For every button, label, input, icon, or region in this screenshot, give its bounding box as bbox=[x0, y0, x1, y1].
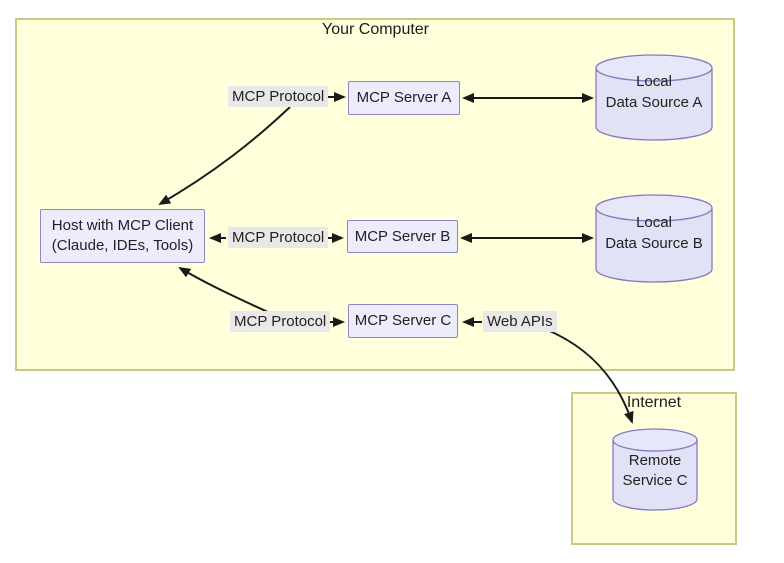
internet-title: Internet bbox=[626, 394, 682, 411]
host-label-line1: Host with MCP Client bbox=[51, 217, 194, 234]
data-source-b-line2: Data Source B bbox=[605, 235, 703, 252]
remote-service-c-line2: Service C bbox=[622, 472, 688, 489]
node-local-data-source-b: Local Data Source B bbox=[596, 212, 712, 254]
host-label-line2: (Claude, IDEs, Tools) bbox=[51, 237, 194, 254]
data-source-b-line1: Local bbox=[636, 214, 672, 231]
node-mcp-server-a: MCP Server A bbox=[348, 81, 460, 115]
edge-label-mcp-protocol-a: MCP Protocol bbox=[228, 86, 329, 107]
node-mcp-server-c: MCP Server C bbox=[348, 304, 458, 338]
your-computer-title: Your Computer bbox=[321, 21, 430, 38]
node-host-with-mcp-client: Host with MCP Client (Claude, IDEs, Tool… bbox=[40, 209, 205, 263]
node-mcp-server-b: MCP Server B bbox=[347, 220, 458, 253]
node-local-data-source-a: Local Data Source A bbox=[596, 71, 712, 113]
node-remote-service-c: Remote Service C bbox=[613, 451, 697, 491]
edge-label-mcp-protocol-c: MCP Protocol bbox=[230, 311, 331, 332]
data-source-a-line1: Local bbox=[636, 73, 672, 90]
data-source-a-line2: Data Source A bbox=[605, 94, 703, 111]
edge-label-mcp-protocol-b: MCP Protocol bbox=[228, 227, 329, 248]
edge-label-web-apis: Web APIs bbox=[483, 311, 557, 332]
remote-service-c-line1: Remote bbox=[628, 452, 682, 469]
